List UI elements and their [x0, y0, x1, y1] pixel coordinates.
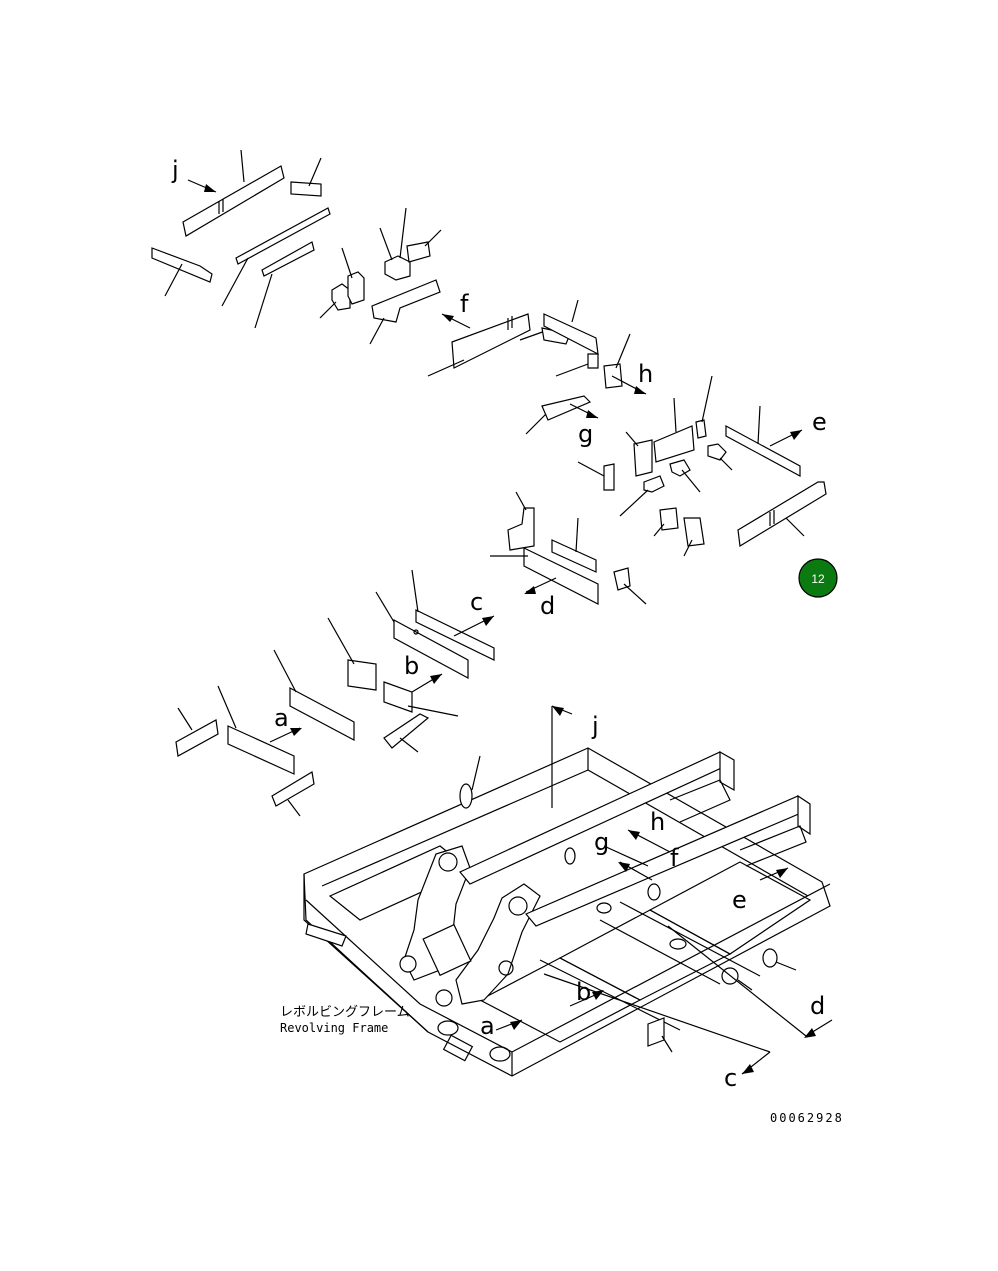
- label-d-frame: d: [810, 992, 825, 1020]
- lower-left-parts-group: b a: [175, 617, 459, 817]
- frame-label-jp: レボルビングフレーム: [280, 1005, 410, 1020]
- label-h-top: h: [638, 360, 653, 388]
- block-m6: [707, 443, 727, 461]
- block-e4: [683, 517, 705, 547]
- plate-a4: [271, 771, 315, 807]
- plate-f2: [451, 313, 531, 369]
- badge-number: 12: [811, 572, 825, 586]
- block-f5: [587, 353, 599, 369]
- long-strip-2: [261, 241, 315, 277]
- plate-c2: [393, 618, 469, 680]
- plate-m2: [633, 439, 653, 477]
- plate-j2: [290, 181, 322, 197]
- block-2: [347, 271, 365, 305]
- plate-f1: [371, 279, 441, 323]
- block-d4: [613, 567, 631, 591]
- part-number: 00062928: [770, 1111, 844, 1125]
- label-c-mid: c: [470, 588, 483, 616]
- label-b-frame: b: [576, 978, 591, 1006]
- bracket-d1: [507, 507, 535, 551]
- plate-bottom: [647, 1017, 665, 1047]
- label-a-frame: a: [480, 1012, 495, 1040]
- block-3: [384, 255, 411, 281]
- label-g-top: g: [578, 420, 593, 448]
- grommet-2: [762, 948, 778, 968]
- label-a-mid: a: [274, 704, 289, 732]
- block-m7: [643, 475, 665, 493]
- label-c-frame: c: [724, 1064, 737, 1092]
- block-e3: [659, 507, 679, 531]
- block-m1: [603, 463, 615, 491]
- block-m5: [669, 459, 691, 477]
- block-1: [331, 283, 351, 311]
- upper-parts-group: j f: [151, 149, 827, 557]
- plate-a1: [289, 687, 355, 741]
- plate-d3: [523, 547, 599, 605]
- middle-parts-group: d c: [375, 491, 647, 680]
- plate-a3: [175, 719, 219, 757]
- page-badge[interactable]: 12: [798, 558, 838, 598]
- badge-circle: [798, 558, 838, 598]
- label-d-mid: d: [540, 592, 555, 620]
- plate-e2: [737, 481, 827, 547]
- block-m4: [695, 419, 707, 439]
- plate-b3: [383, 713, 430, 749]
- label-b-mid: b: [404, 652, 419, 680]
- plate-g: [541, 395, 592, 421]
- revolving-frame: j h g f e b a c d: [303, 705, 833, 1092]
- label-e-frame: e: [732, 886, 747, 914]
- label-j-frame: j: [591, 712, 599, 740]
- plate-m3: [653, 425, 695, 463]
- block-b2: [383, 681, 413, 713]
- label-h-frame: h: [650, 808, 665, 836]
- block-b1: [347, 659, 377, 691]
- label-f-top: f: [460, 290, 469, 318]
- label-e-top: e: [812, 408, 827, 436]
- frame-label-en: Revolving Frame: [280, 1021, 388, 1035]
- plate-a2: [227, 725, 295, 775]
- step-left: [305, 923, 347, 947]
- plate-j1: [182, 165, 285, 237]
- plate-e1: [725, 424, 801, 478]
- plate-d2: [551, 539, 597, 573]
- label-f-frame: f: [670, 844, 679, 872]
- grommet-1: [459, 783, 473, 809]
- long-strip-1: [235, 207, 331, 265]
- block-4: [406, 241, 431, 263]
- label-j-top: j: [171, 156, 179, 184]
- label-g-frame: g: [594, 828, 609, 856]
